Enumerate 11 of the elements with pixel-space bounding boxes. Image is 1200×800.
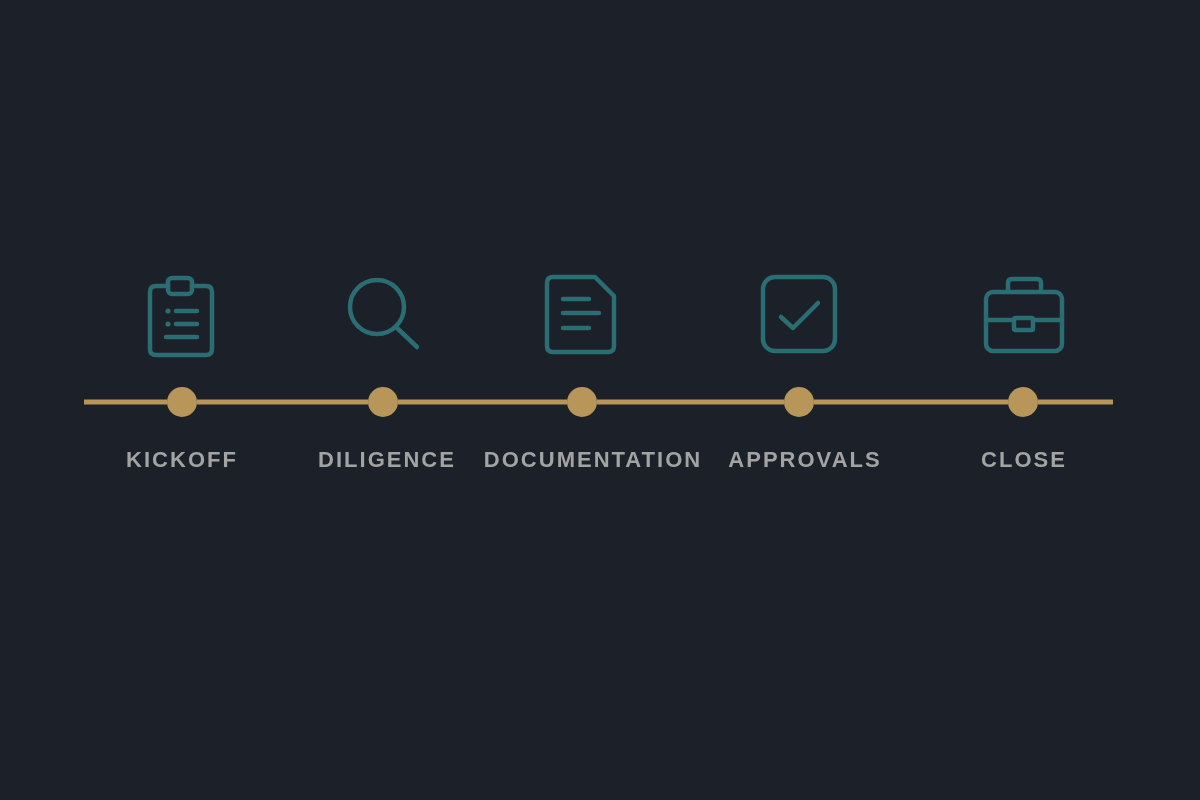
milestone-label: DOCUMENTATION — [483, 448, 703, 472]
timeline-line — [1038, 399, 1113, 405]
milestone-label: APPROVALS — [728, 448, 882, 472]
timeline-line — [197, 399, 368, 405]
milestone-label: CLOSE — [981, 448, 1067, 472]
timeline-line — [398, 399, 567, 405]
milestone-label: KICKOFF — [126, 448, 238, 472]
timeline-line — [814, 399, 1008, 405]
milestone-label: DILIGENCE — [318, 448, 456, 472]
timeline-line — [597, 399, 784, 405]
timeline-line — [84, 399, 167, 405]
